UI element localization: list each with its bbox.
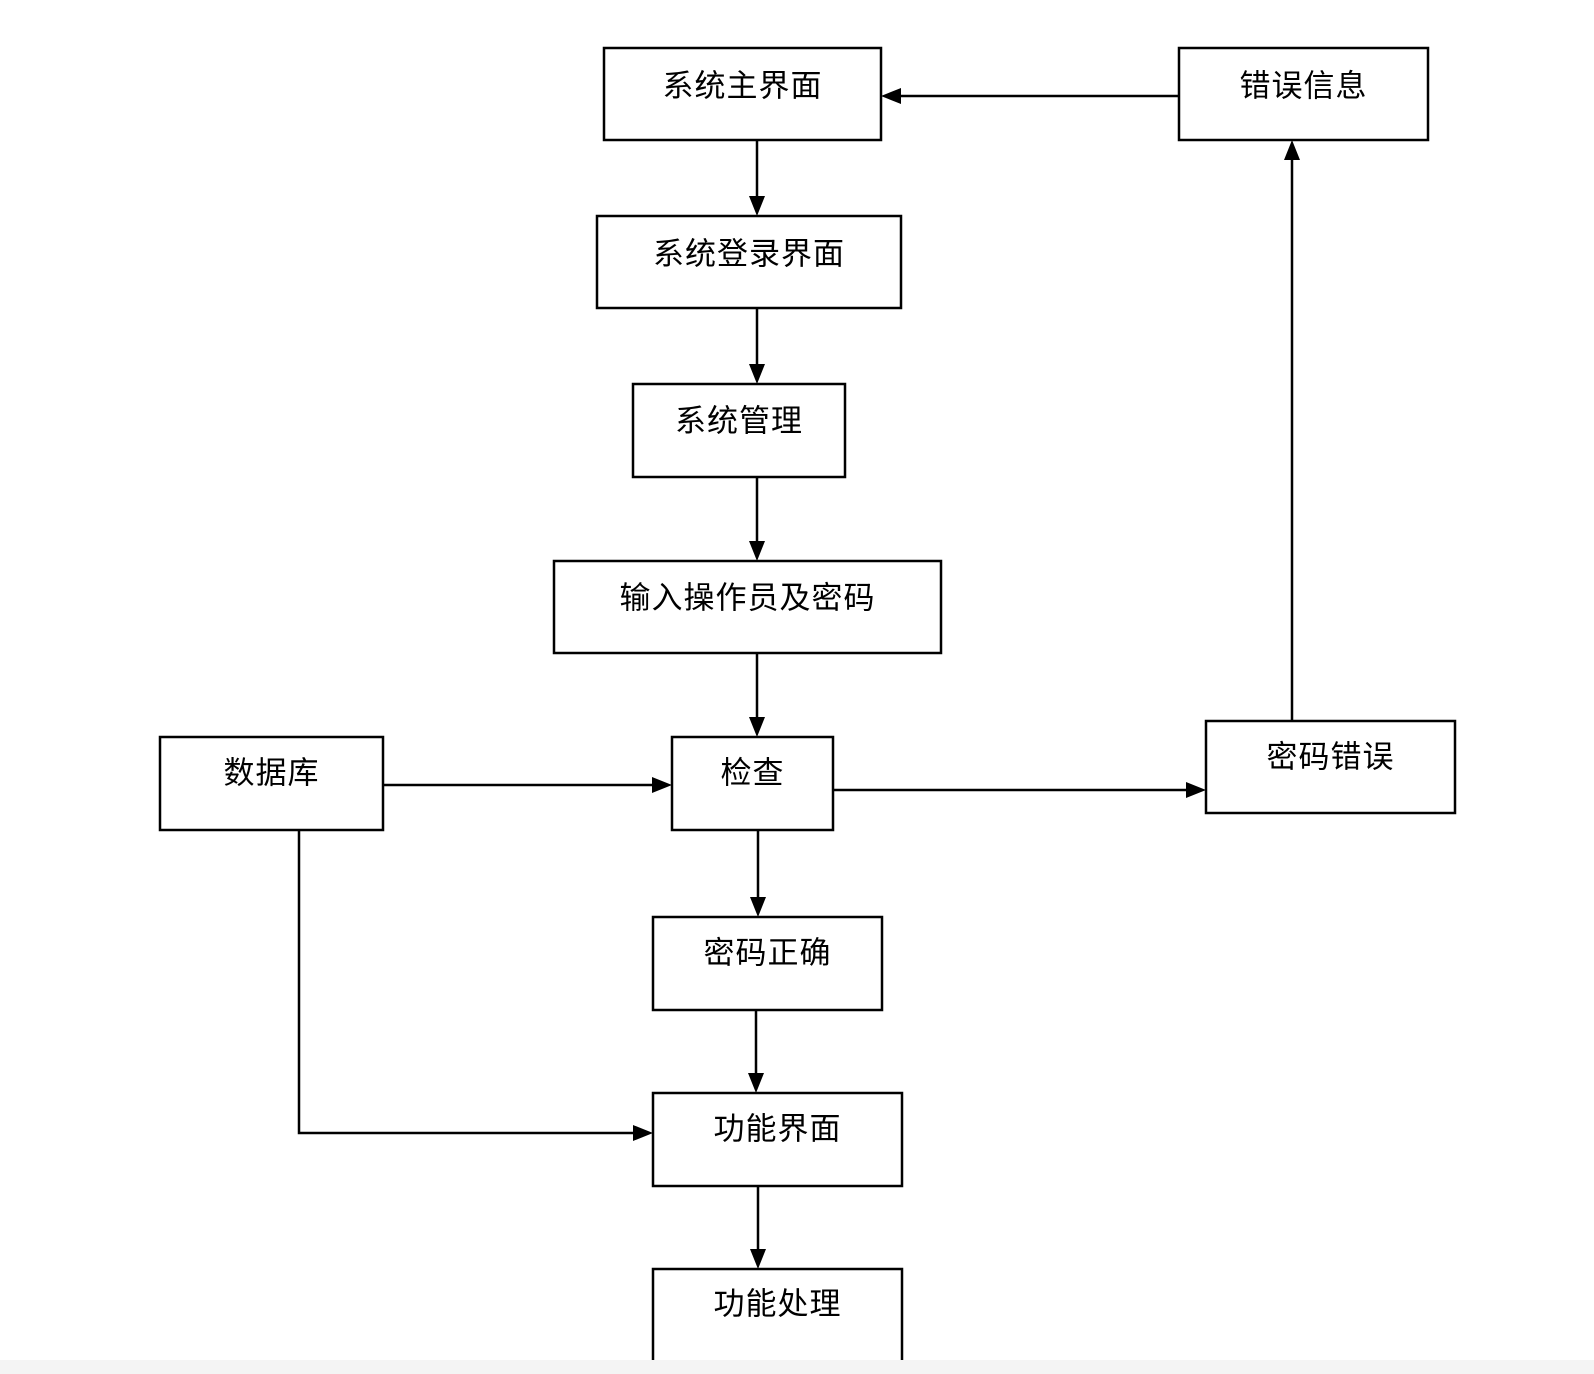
node-check-label: 检查 (721, 756, 785, 792)
edge-database-to-check (383, 777, 672, 793)
node-database-label: 数据库 (224, 756, 320, 792)
node-error-info-label: 错误信息 (1240, 69, 1368, 105)
edge-database-to-check-arrow-icon (652, 777, 672, 793)
node-func-proc-box (651, 1267, 904, 1364)
edge-check-to-pwd-right (750, 830, 766, 917)
node-login-label: 系统登录界面 (653, 237, 845, 273)
bottom-strip (0, 1360, 1594, 1374)
edge-login-to-sys-manage (749, 308, 765, 384)
node-pwd-right-label: 密码正确 (704, 936, 832, 972)
edge-sys-manage-to-input-arrow-icon (749, 541, 765, 561)
node-func-ui[interactable]: 功能界面 (651, 1091, 904, 1188)
node-database[interactable]: 数据库 (158, 735, 385, 832)
node-check[interactable]: 检查 (670, 735, 835, 832)
node-login-box (595, 214, 903, 310)
node-input-box (552, 559, 943, 655)
node-pwd-wrong-box (1204, 719, 1457, 815)
node-error-info-box (1177, 46, 1430, 142)
node-check-box (670, 735, 835, 832)
node-func-proc[interactable]: 功能处理 (651, 1267, 904, 1364)
edge-func-ui-to-func-proc-arrow-icon (750, 1249, 766, 1269)
node-func-proc-label: 功能处理 (714, 1287, 842, 1323)
edge-error-to-main (881, 88, 1179, 104)
node-main-label: 系统主界面 (663, 69, 823, 105)
node-sys-manage[interactable]: 系统管理 (631, 382, 847, 479)
edge-pwd-right-to-func-ui (748, 1010, 764, 1093)
edge-main-to-login (749, 140, 765, 216)
node-pwd-wrong-label: 密码错误 (1267, 740, 1395, 776)
node-pwd-right-box (651, 915, 884, 1012)
edges-layer (297, 88, 1300, 1269)
edge-login-to-sys-manage-arrow-icon (749, 364, 765, 384)
edge-sys-manage-to-input (749, 477, 765, 561)
node-sys-manage-label: 系统管理 (675, 404, 803, 440)
node-func-ui-label: 功能界面 (714, 1112, 842, 1148)
edge-check-to-pwd-wrong (833, 782, 1206, 798)
edge-pwd-right-to-func-ui-arrow-icon (748, 1073, 764, 1093)
edge-check-to-pwd-wrong-arrow-icon (1186, 782, 1206, 798)
node-input[interactable]: 输入操作员及密码 (552, 559, 943, 655)
node-main[interactable]: 系统主界面 (602, 46, 883, 142)
edge-pwd-wrong-to-error-arrow-icon (1284, 140, 1300, 160)
node-login[interactable]: 系统登录界面 (595, 214, 903, 310)
edge-error-to-main-arrow-icon (881, 88, 901, 104)
nodes-layer: 系统主界面 错误信息 系统登录界面 系统管理 输入操作员及密码 数据库 检查 (158, 46, 1457, 1364)
edge-input-to-check-arrow-icon (749, 717, 765, 737)
node-database-box (158, 735, 385, 832)
edge-pwd-wrong-to-error (1284, 140, 1300, 721)
node-sys-manage-box (631, 382, 847, 479)
edge-main-to-login-arrow-icon (749, 196, 765, 216)
node-error-info[interactable]: 错误信息 (1177, 46, 1430, 142)
node-input-label: 输入操作员及密码 (620, 581, 876, 617)
edge-database-to-func-ui-line (297, 830, 635, 1135)
node-main-box (602, 46, 883, 142)
edge-func-ui-to-func-proc (750, 1186, 766, 1269)
node-func-ui-box (651, 1091, 904, 1188)
edge-check-to-pwd-right-arrow-icon (750, 897, 766, 917)
edge-database-to-func-ui-arrow-icon (633, 1125, 653, 1141)
edge-database-to-func-ui (297, 830, 653, 1141)
node-pwd-wrong[interactable]: 密码错误 (1204, 719, 1457, 815)
node-pwd-right[interactable]: 密码正确 (651, 915, 884, 1012)
edge-input-to-check (749, 653, 765, 737)
